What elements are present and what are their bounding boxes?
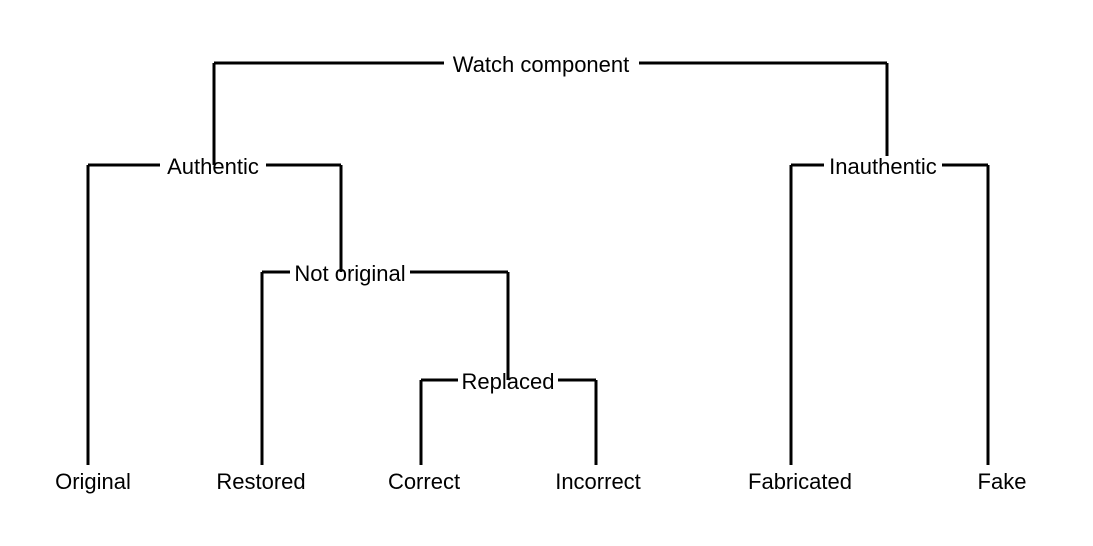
- node-original[interactable]: Original: [55, 469, 131, 494]
- node-restored[interactable]: Restored: [216, 469, 305, 494]
- node-incorrect[interactable]: Incorrect: [555, 469, 641, 494]
- node-label-group: Watch component Authentic Inauthentic No…: [55, 52, 1026, 494]
- node-fabricated[interactable]: Fabricated: [748, 469, 852, 494]
- node-not-original[interactable]: Not original: [294, 261, 405, 286]
- node-inauthentic[interactable]: Inauthentic: [829, 154, 937, 179]
- node-authentic[interactable]: Authentic: [167, 154, 259, 179]
- node-replaced[interactable]: Replaced: [462, 369, 555, 394]
- node-fake[interactable]: Fake: [978, 469, 1027, 494]
- node-correct[interactable]: Correct: [388, 469, 460, 494]
- node-watch-component[interactable]: Watch component: [453, 52, 630, 77]
- edge-group: [86, 61, 990, 465]
